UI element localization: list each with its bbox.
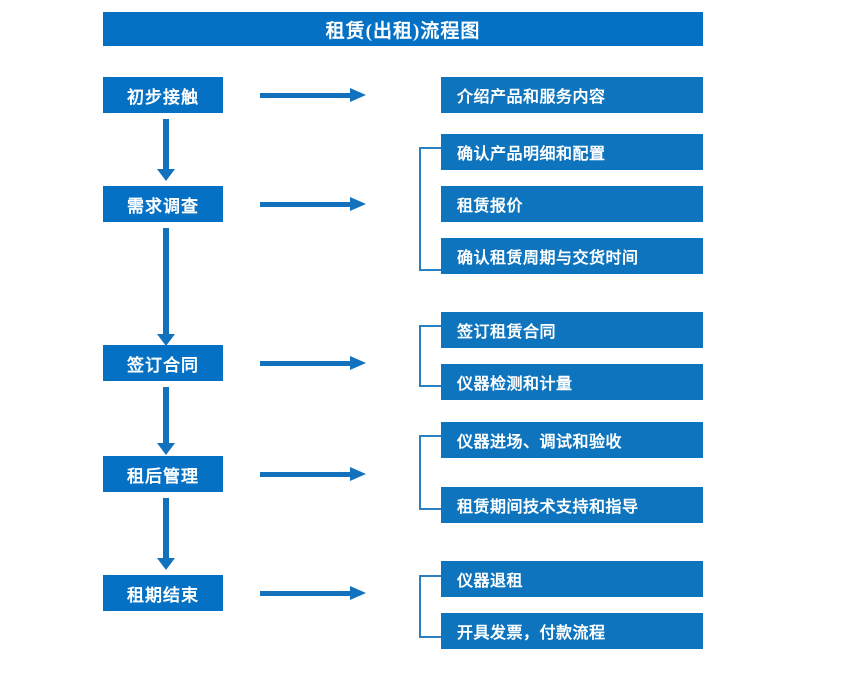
arrow-shaft (260, 361, 352, 366)
arrow-shaft (163, 119, 169, 169)
arrow-shaft (163, 228, 169, 334)
arrow-shaft (260, 93, 352, 98)
arrow-head (350, 356, 366, 370)
arrow-head (157, 334, 175, 346)
stage-box-2[interactable]: 需求调查 (103, 186, 223, 222)
detail-box-4[interactable]: 确认租赁周期与交货时间 (441, 238, 703, 274)
arrow-down-3 (157, 387, 175, 455)
detail-box-3[interactable]: 租赁报价 (441, 186, 703, 222)
arrow-head (350, 586, 366, 600)
stage-box-5[interactable]: 租期结束 (103, 575, 223, 611)
arrow-shaft (260, 202, 352, 207)
arrow-right-4 (260, 466, 368, 482)
arrow-head (350, 88, 366, 102)
arrow-head (350, 467, 366, 481)
group-bracket-3 (419, 325, 441, 387)
arrow-head (157, 558, 175, 570)
arrow-shaft (260, 472, 352, 477)
arrow-right-2 (260, 196, 368, 212)
detail-box-2[interactable]: 确认产品明细和配置 (441, 134, 703, 170)
arrow-head (350, 197, 366, 211)
stage-box-3[interactable]: 签订合同 (103, 345, 223, 381)
arrow-right-1 (260, 87, 368, 103)
detail-box-6[interactable]: 仪器检测和计量 (441, 364, 703, 400)
stage-box-4[interactable]: 租后管理 (103, 456, 223, 492)
diagram-title: 租赁(出租)流程图 (103, 12, 703, 46)
group-bracket-4 (419, 435, 441, 510)
detail-box-10[interactable]: 开具发票，付款流程 (441, 613, 703, 649)
arrow-head (157, 443, 175, 455)
arrow-down-2 (157, 228, 175, 346)
arrow-right-5 (260, 585, 368, 601)
detail-box-1[interactable]: 介绍产品和服务内容 (441, 77, 703, 113)
arrow-shaft (260, 591, 352, 596)
stage-box-1[interactable]: 初步接触 (103, 77, 223, 113)
detail-box-8[interactable]: 租赁期间技术支持和指导 (441, 487, 703, 523)
detail-box-7[interactable]: 仪器进场、调试和验收 (441, 422, 703, 458)
group-bracket-5 (419, 575, 441, 638)
arrow-head (157, 169, 175, 181)
arrow-right-3 (260, 355, 368, 371)
arrow-down-1 (157, 119, 175, 181)
arrow-shaft (163, 498, 169, 558)
detail-box-9[interactable]: 仪器退租 (441, 561, 703, 597)
group-bracket-2 (419, 147, 441, 271)
arrow-shaft (163, 387, 169, 443)
detail-box-5[interactable]: 签订租赁合同 (441, 312, 703, 348)
arrow-down-4 (157, 498, 175, 570)
